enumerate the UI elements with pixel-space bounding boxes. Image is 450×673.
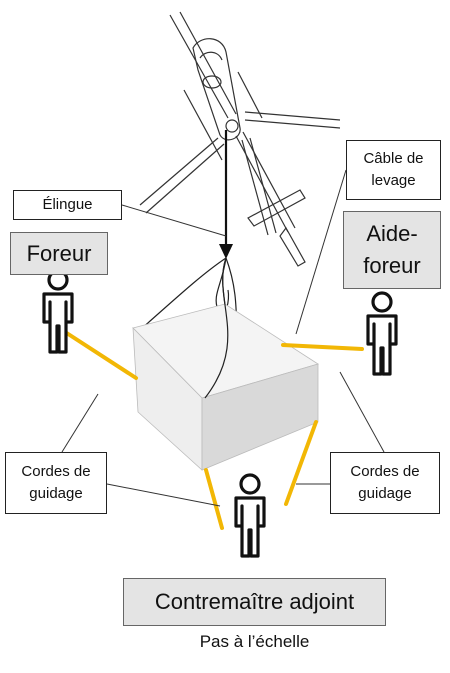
person-icon <box>366 291 398 376</box>
label-hoist-cable: Câble de levage <box>346 140 441 200</box>
person-icon <box>42 269 74 354</box>
label-sling: Élingue <box>13 190 122 220</box>
label-guide-ropes-right: Cordes de guidage <box>330 452 440 514</box>
person-icon <box>234 473 266 558</box>
role-driller-helper: Aide-foreur <box>343 211 441 289</box>
helicopter-icon <box>139 11 341 267</box>
guide-ropes <box>60 328 364 530</box>
role-foreman: Contremaître adjoint <box>123 578 386 626</box>
leader-lines <box>61 169 385 507</box>
arrow-down-icon <box>219 244 233 259</box>
role-driller: Foreur <box>10 232 108 275</box>
load-box-icon <box>132 303 319 471</box>
caption-not-to-scale: Pas à l’échelle <box>199 632 310 651</box>
label-guide-ropes-left: Cordes de guidage <box>5 452 107 514</box>
